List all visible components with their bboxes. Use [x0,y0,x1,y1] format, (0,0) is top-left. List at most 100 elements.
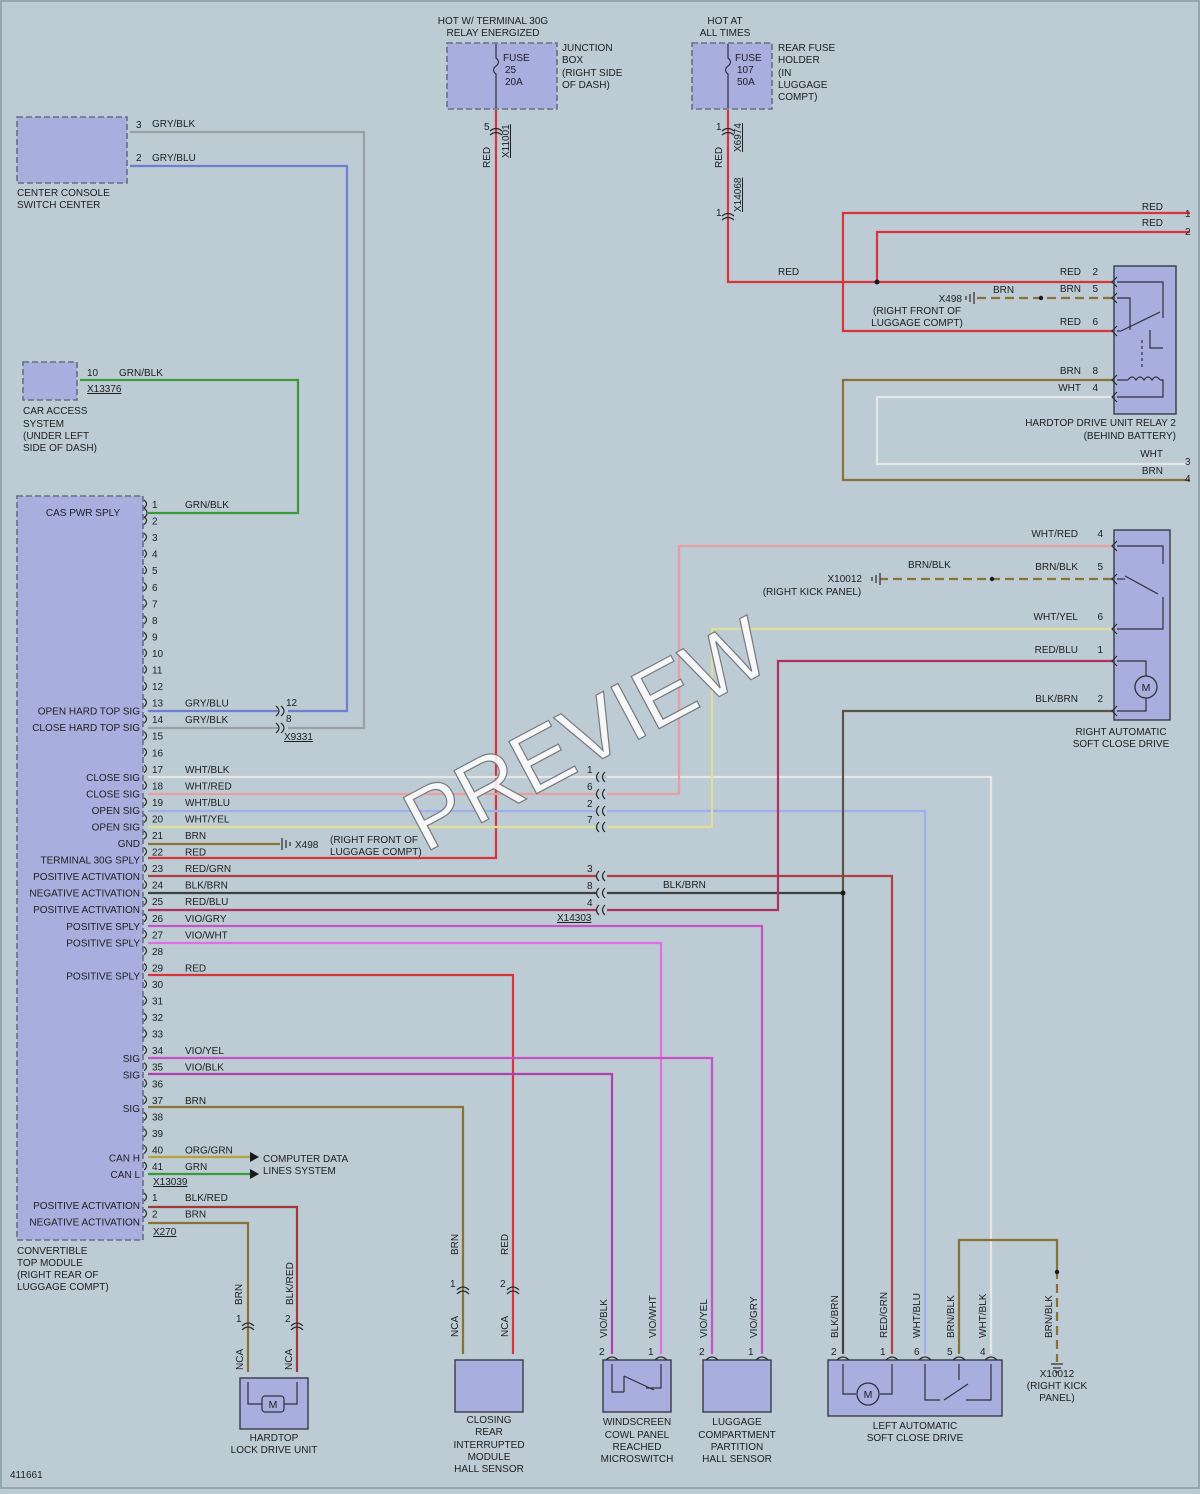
ctm-pin-function: POSITIVE SPLY [66,922,140,933]
ctm-pin-function: CAN L [111,1170,141,1181]
wire-lascd-brn-blk [957,1238,1059,1354]
relay2-top-red-1: RED [1142,202,1163,213]
ctm-pin-terminal [143,1045,148,1055]
rear-fuse-label-2: HOLDER [778,55,820,66]
closing-pin1: 1 [450,1279,456,1290]
windscreen-microswitch-box [602,1359,672,1413]
relay2-ground-wire: BRN [993,285,1014,296]
luggage-wire-vio-gry: VIO/GRY [749,1296,760,1338]
ctm-pin-wire: GRY/BLK [185,715,228,726]
rascd-pin4-wire: WHT/RED [1031,529,1078,540]
ctm-pin-terminal [143,847,148,857]
relay2-ref-1: 1 [1185,209,1191,220]
relay-30g-header-2: RELAY ENERGIZED [447,28,540,39]
hardtop-wire-blk-red: BLK/RED [285,1262,296,1305]
relay2-label-2: (BEHIND BATTERY) [1084,431,1176,442]
ctm-pin-number: 30 [152,980,164,991]
x14303-name: X14303 [557,913,592,924]
ctm-pin-terminal [143,565,148,575]
ctm-x270: X270 [153,1227,177,1238]
fuse107-amps: 50A [737,77,755,88]
hardtop-label-1: HARDTOP [250,1433,299,1444]
ctm-pin-number: 39 [152,1129,164,1140]
rascd-pin4: 4 [1097,529,1103,540]
wire-ccsc-gry-blk [130,130,366,730]
ctm-pin-number: 13 [152,699,164,710]
ctm-pin-number: 10 [152,649,164,660]
rear-fuse-label-1: REAR FUSE [778,43,836,54]
hardtop-relay-2-box [1113,265,1177,415]
ctm-pin-terminal [143,665,148,674]
ctm-pin-number: 3 [152,533,158,544]
ctm-pin-function: CLOSE HARD TOP SIG [32,723,140,734]
windscreen-wire-vio-wht: VIO/WHT [648,1295,659,1338]
lascd-motor-icon [856,1382,880,1406]
relay2-ref-4: 4 [1185,474,1191,485]
ctm-pin-number: 37 [152,1096,164,1107]
ctm-pin-function: CAN H [109,1153,140,1164]
ctm-pin-number: 35 [152,1063,164,1074]
ctm-pin-wire: VIO/BLK [185,1063,224,1074]
closing-nca-1: NCA [450,1316,461,1337]
wire-pin34 [148,1056,714,1354]
ctm-pin-number: 16 [152,748,164,759]
ctm-pin-wire: VIO/WHT [185,930,228,941]
x14068-pin: 1 [716,208,722,219]
lascd-wire-brn-blk: BRN/BLK [946,1295,957,1338]
ctm-pin-wire: WHT/YEL [185,814,230,825]
wire-ccsc-gry-blu [130,164,349,713]
ctm-pin-function: CLOSE SIG [86,789,140,800]
splice-dot-red [874,279,880,285]
ctm-pin-terminal [143,896,148,906]
ctm-pin-number: 32 [152,1013,164,1024]
ctm-pin-terminal [143,813,148,823]
ctm-pin-number: 20 [152,814,164,825]
rascd-ground-name: X10012 [828,574,863,585]
wire-pin24-cont [607,891,845,1354]
windscreen-pin1: 1 [648,1347,654,1358]
ctm-pin-function: TERMINAL 30G SPLY [41,856,141,867]
car-access-system-box [22,361,78,401]
luggage-wire-vio-yel: VIO/YEL [699,1299,710,1338]
ctm-pin-terminal [143,549,148,559]
relay2-pin5-wire: BRN [1060,284,1081,295]
ctm-pin-terminal [143,747,148,757]
junction-box-label-3: (RIGHT SIDE [562,68,623,79]
x14303-pin3: 3 [587,864,593,875]
luggage-label-2: COMPARTMENT [698,1430,775,1441]
fuse107-circuit: X6974 [733,123,744,152]
ctm-pin-terminal [143,780,148,790]
ctm-pin-wire: GRY/BLU [185,699,229,710]
ctm-pin-terminal [143,598,148,608]
ctm-pin-number: 8 [152,616,158,627]
ctm-pin-function: POSITIVE ACTIVATION [33,1201,140,1212]
luggage-hall-sensor-box [702,1359,772,1413]
wire-pin17-cont [607,775,993,1354]
fuse25-wire-color: RED [482,147,493,168]
ctm-pin-number: 1 [152,500,158,511]
relay2-pin2: 2 [1092,267,1098,278]
hardtop-nca-2: NCA [284,1349,295,1370]
cas-label-2: SYSTEM [23,419,64,430]
cas-circuit: X13376 [87,384,122,395]
can-label-1: COMPUTER DATA [263,1154,349,1165]
ctm-pin-function: SIG [123,1071,140,1082]
ctm-pin-function: POSITIVE ACTIVATION [33,872,140,883]
ctm-pin-number: 41 [152,1162,164,1173]
fuse107-word: FUSE [735,53,762,64]
ctm-pin-terminal [143,1144,148,1154]
ctm-pin-number: 38 [152,1112,164,1123]
ctm-pin-function: SIG [123,1104,140,1115]
ctm-pin-function: NEGATIVE ACTIVATION [29,1218,140,1229]
ctm-pin-terminal [143,946,148,956]
x14303-pin1: 1 [587,765,593,776]
ccsc-label-1: CENTER CONSOLE [17,188,110,199]
closing-wire-red: RED [500,1234,511,1255]
right-soft-close-drive-box [1113,529,1171,721]
ground-symbol-x10012-left [1051,1363,1063,1373]
relay2-ground-loc-2: LUGGAGE COMPT) [871,318,963,329]
rascd-ground-loc: (RIGHT KICK PANEL) [763,587,862,598]
ctm-pin-number: 40 [152,1145,164,1156]
closing-label-1: CLOSING [466,1415,511,1426]
